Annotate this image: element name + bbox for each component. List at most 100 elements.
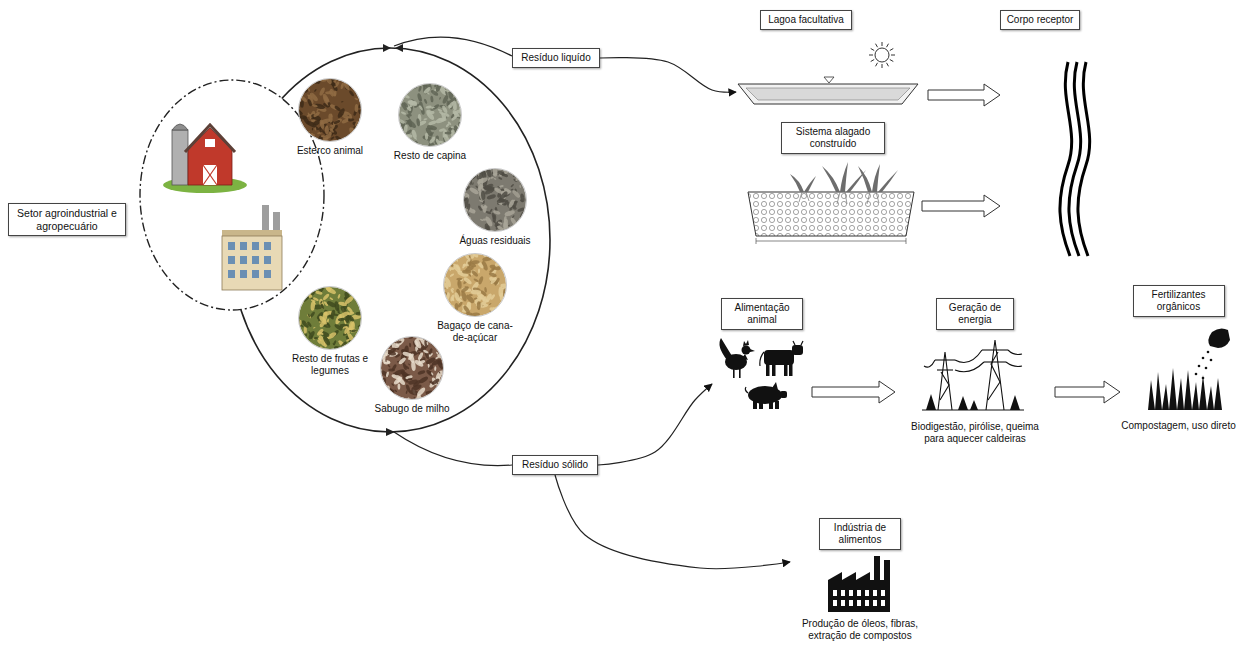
wetland-drawing — [822, 166, 840, 192]
wetland-drawing — [804, 176, 816, 192]
box-label: Indústria de alimentos — [825, 522, 895, 546]
photo-texture — [329, 127, 335, 133]
food-factory-icon — [865, 590, 869, 596]
photo-texture — [308, 314, 311, 318]
fertilizer-icon — [1202, 357, 1205, 360]
photo-texture — [493, 168, 498, 177]
photo-texture — [469, 294, 473, 296]
food-factory-icon — [873, 600, 877, 606]
photo-texture — [430, 109, 434, 111]
factory-icon — [264, 256, 271, 264]
fertilizer-icon — [1148, 368, 1222, 410]
photo-texture — [313, 111, 321, 118]
photo-texture — [497, 186, 500, 188]
food-factory-icon — [849, 590, 853, 596]
photo-texture — [348, 286, 352, 291]
photo-texture — [334, 105, 342, 112]
photo-texture — [418, 101, 424, 110]
photo-texture — [360, 327, 362, 332]
photo-texture — [406, 83, 414, 88]
photo-texture — [434, 366, 437, 371]
factory-icon — [222, 230, 282, 236]
photo-texture — [352, 125, 359, 133]
photo-label: Esterco animal — [284, 145, 376, 157]
wetland-drawing — [840, 162, 848, 192]
photo-texture — [428, 136, 436, 145]
photo-texture — [418, 359, 426, 365]
power-tower-icon — [984, 361, 1006, 362]
photo-texture — [428, 128, 433, 130]
photo-texture — [345, 286, 355, 290]
photo-texture — [322, 335, 331, 346]
photo-texture — [330, 113, 333, 117]
photo-texture — [358, 342, 362, 349]
photo-texture — [312, 104, 318, 108]
photo-texture — [463, 230, 466, 232]
photo-label: Bagaço de cana-de-açúcar — [435, 320, 515, 343]
photo-texture — [329, 297, 334, 301]
barn-icon — [203, 165, 217, 185]
photo-texture — [338, 318, 345, 322]
photo-texture — [497, 199, 506, 204]
lagoon-drawing — [738, 77, 918, 104]
photo-texture — [338, 301, 347, 307]
power-tower-icon — [1008, 350, 1022, 355]
photo-texture — [456, 278, 462, 281]
photo-texture — [483, 206, 488, 208]
photo-texture — [456, 138, 458, 142]
residue-photo: Resto de capina — [384, 83, 476, 162]
sun-icon — [891, 55, 895, 56]
factory-icon — [264, 242, 271, 250]
factory-icon — [252, 270, 259, 278]
photo-texture — [463, 168, 527, 232]
photo-texture — [348, 118, 350, 121]
photo-texture — [431, 372, 434, 376]
flow-arrow — [600, 58, 736, 93]
photo-texture — [343, 326, 349, 334]
sector-dashed-circle — [140, 80, 324, 310]
photo-texture — [470, 290, 481, 295]
photo-texture — [430, 96, 434, 103]
residue-photo: Bagaço de cana-de-açúcar — [435, 253, 515, 343]
factory-icon — [240, 270, 247, 278]
photo-texture — [380, 392, 382, 397]
photo-texture — [511, 189, 521, 198]
photo-texture — [314, 337, 318, 339]
photo-texture — [298, 293, 300, 298]
photo-texture — [453, 253, 462, 257]
photo-texture — [485, 211, 491, 215]
photo-texture — [458, 138, 462, 144]
photo-texture — [524, 183, 527, 186]
photo-texture — [307, 94, 311, 97]
sun-icon — [871, 60, 875, 62]
photo-texture — [298, 80, 304, 89]
flow-arrow — [598, 384, 712, 465]
sun-icon — [882, 64, 883, 68]
barn-icon — [172, 124, 188, 130]
power-tower-icon — [924, 360, 935, 367]
photo-outline — [464, 169, 527, 232]
photo-texture — [450, 138, 457, 147]
photo-circle — [298, 286, 362, 350]
photo-texture — [350, 289, 354, 296]
animal-icons — [789, 362, 793, 376]
barn-icon — [163, 124, 247, 193]
use-group: Alimentação animal — [712, 298, 812, 412]
photo-texture — [380, 336, 444, 400]
photo-texture — [384, 337, 390, 342]
photo-texture — [519, 185, 521, 189]
photo-texture — [302, 83, 305, 85]
photo-texture — [398, 83, 462, 147]
photo-texture — [477, 301, 481, 310]
food-factory-icon — [857, 600, 861, 606]
photo-texture — [351, 137, 356, 142]
photo-outline — [381, 337, 444, 400]
photo-texture — [380, 340, 383, 343]
photo-outline — [299, 79, 362, 142]
photo-texture — [425, 391, 428, 395]
photo-texture — [443, 303, 453, 312]
label-box: Alimentação animal — [721, 298, 803, 330]
photo-label: Sabugo de milho — [366, 403, 458, 415]
photo-texture — [473, 278, 479, 283]
photo-texture — [511, 229, 519, 232]
